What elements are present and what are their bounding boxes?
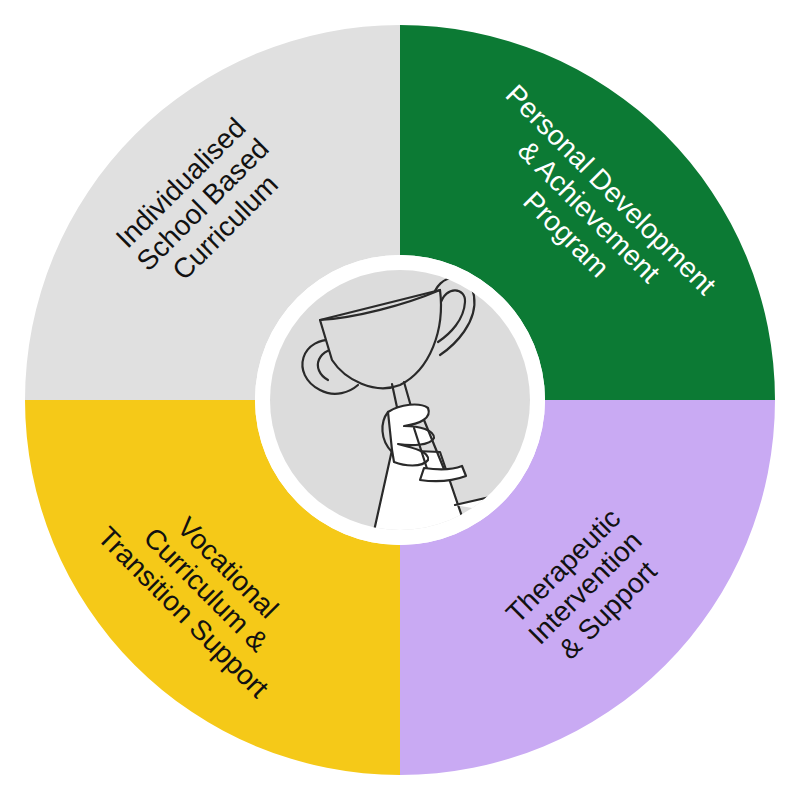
trophy-drawing — [302, 278, 540, 540]
white-ring — [255, 255, 545, 545]
